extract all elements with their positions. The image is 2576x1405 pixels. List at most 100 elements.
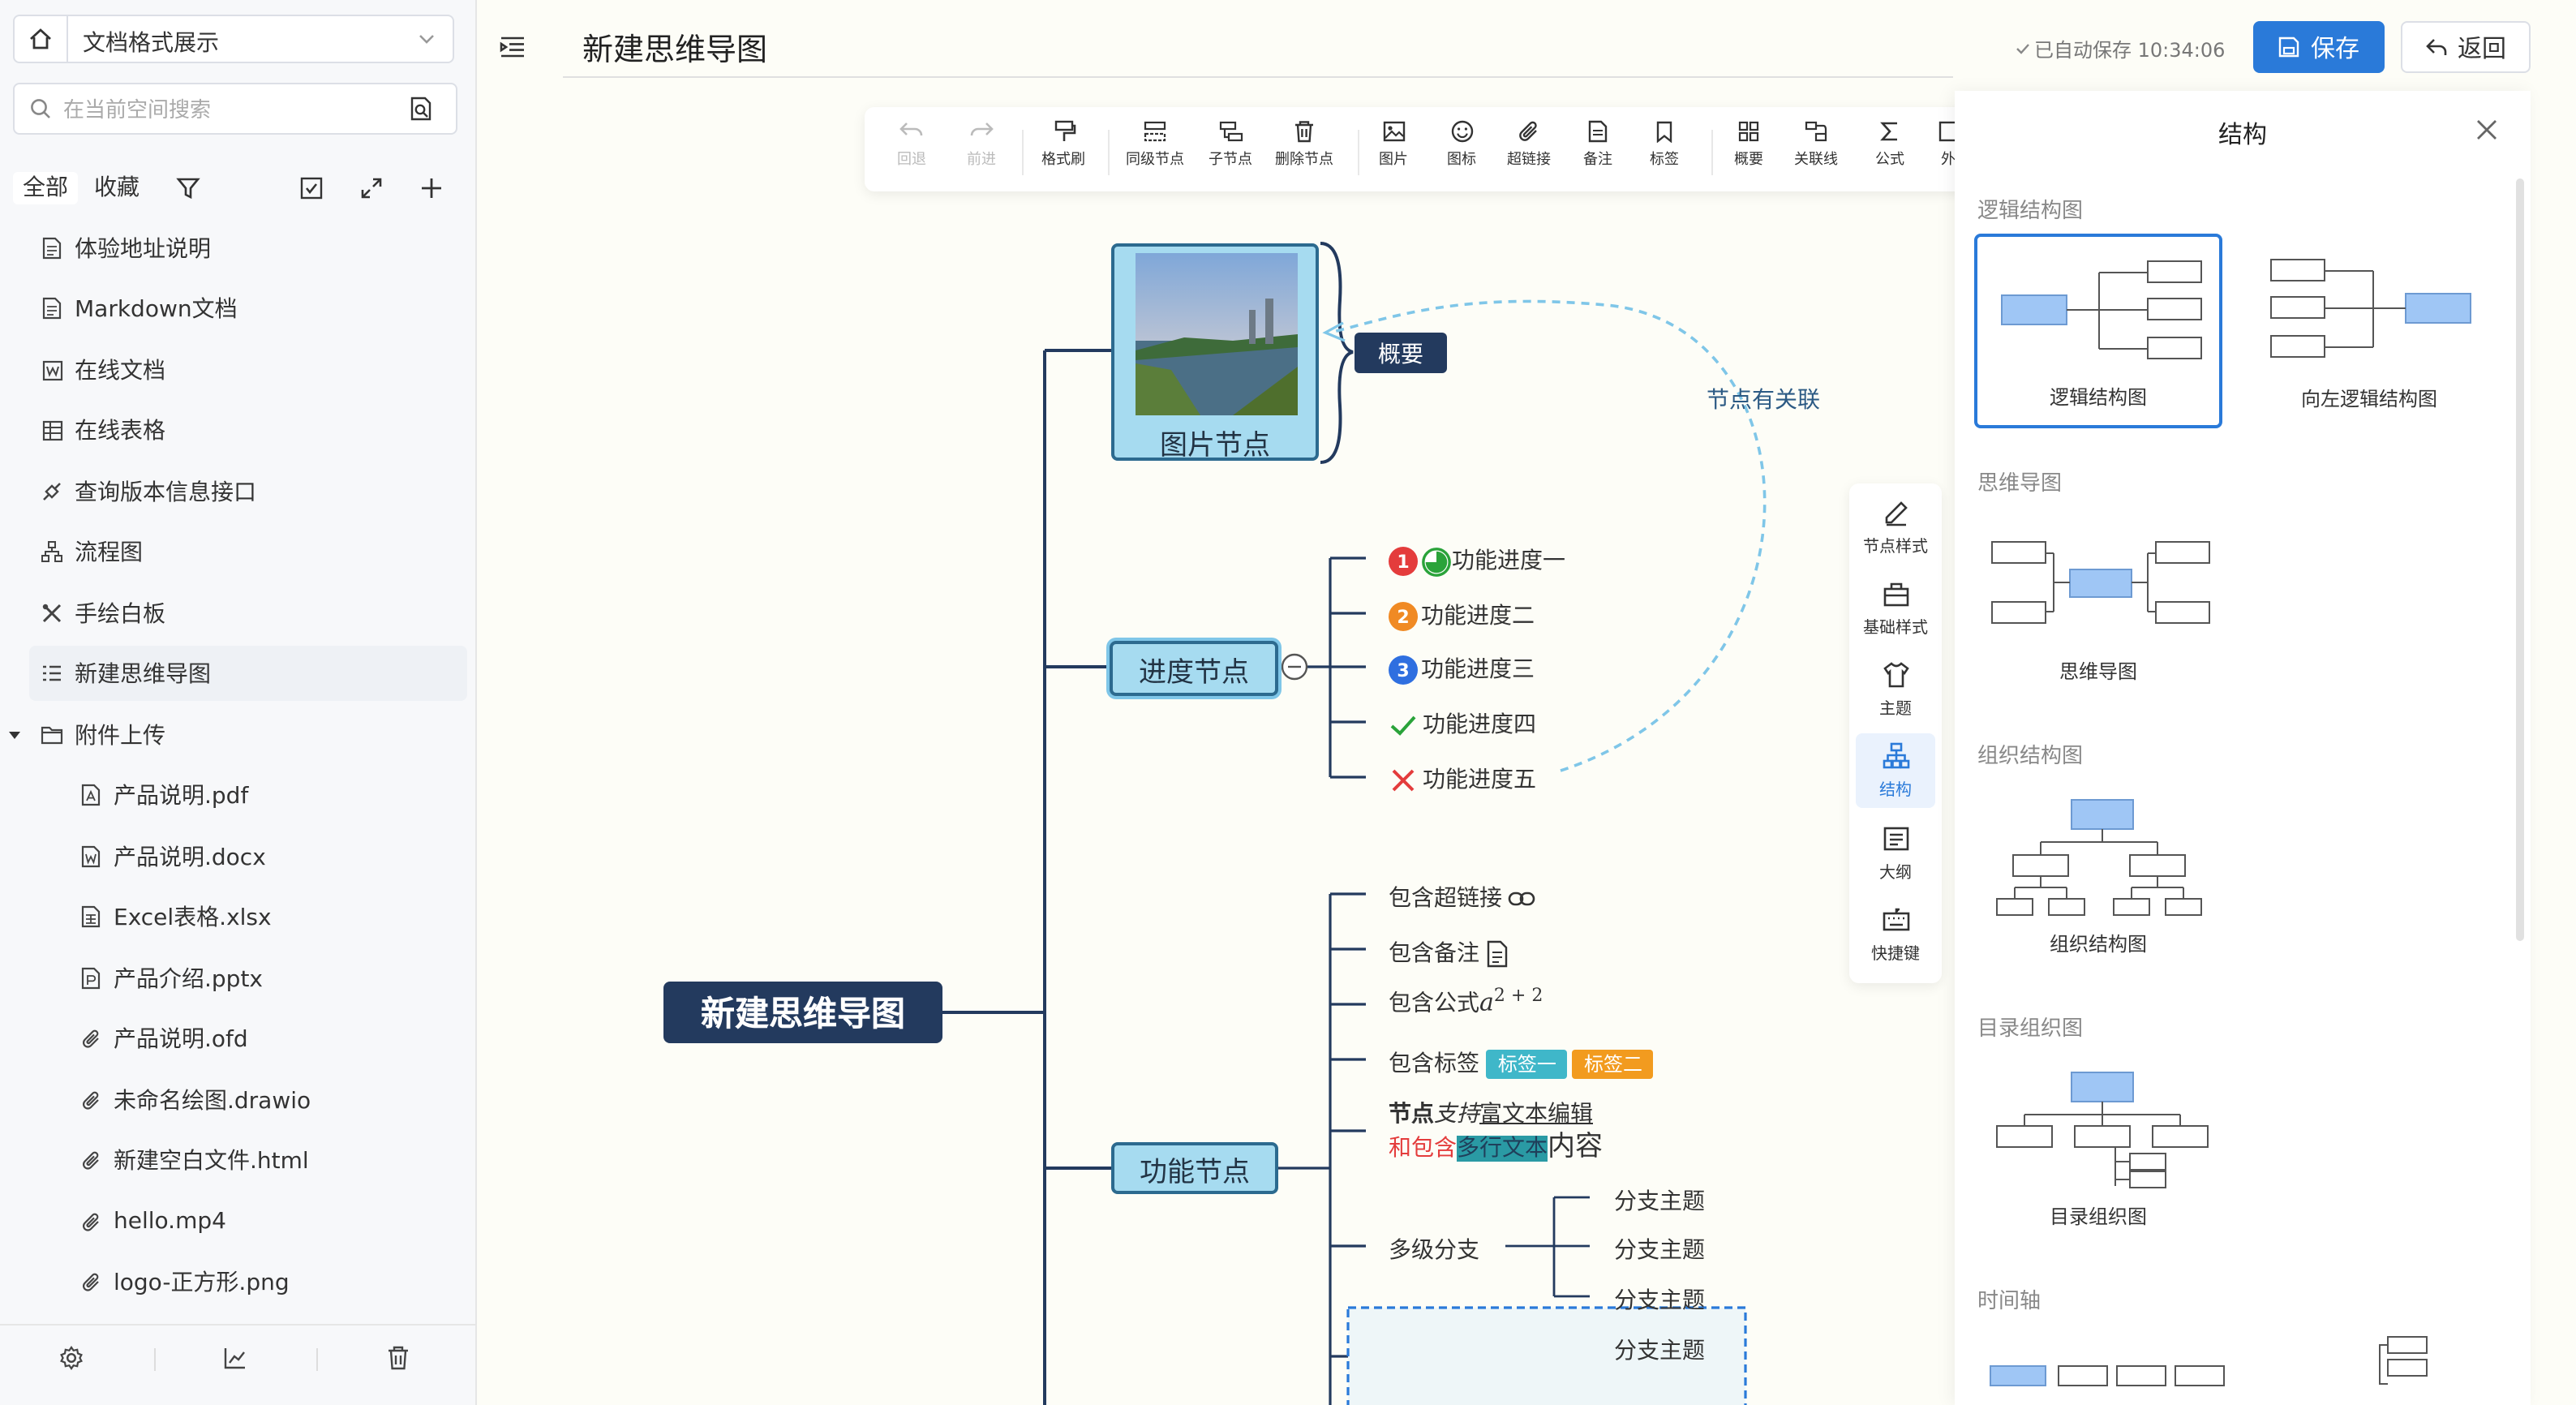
structure-card-catalog[interactable]: 目录组织图 xyxy=(1974,1051,2222,1246)
progress-item-5[interactable]: 功能进度五 xyxy=(1389,763,1536,795)
catalog-structure-thumbnail xyxy=(1996,1072,2209,1188)
image-button[interactable]: 图片 xyxy=(1379,120,1408,185)
tree-item-html[interactable]: 新建空白文件.html xyxy=(68,1132,467,1188)
summary-node[interactable]: 概要 xyxy=(1355,333,1447,373)
tree-item-docx[interactable]: 产品说明.docx xyxy=(68,829,467,884)
relation-line-button[interactable]: 关联线 xyxy=(1794,120,1838,185)
tag-button[interactable]: 标签 xyxy=(1650,120,1679,185)
space-selector[interactable]: 文档格式展示 xyxy=(13,15,454,63)
node-style-tool[interactable]: 节点样式 xyxy=(1856,490,1935,565)
add-icon[interactable] xyxy=(419,175,444,201)
home-button[interactable] xyxy=(15,16,68,62)
back-button[interactable]: 返回 xyxy=(2401,21,2531,73)
feature-node[interactable]: 功能节点 xyxy=(1111,1142,1278,1194)
progress-node[interactable]: 进度节点 xyxy=(1110,641,1278,696)
outline-tool[interactable]: 大纲 xyxy=(1856,816,1935,891)
root-node[interactable]: 新建思维导图 xyxy=(663,982,942,1043)
theme-tool[interactable]: 主题 xyxy=(1856,652,1935,727)
feature-item-multibranch[interactable]: 多级分支 xyxy=(1389,1238,1479,1264)
base-style-tool[interactable]: 基础样式 xyxy=(1856,571,1935,646)
expand-icon[interactable] xyxy=(358,175,384,201)
timeline-thumbnail[interactable] xyxy=(1974,1327,2493,1405)
trash-icon[interactable] xyxy=(386,1345,410,1371)
tree-item-markdown[interactable]: Markdown文档 xyxy=(29,281,467,336)
relation-label[interactable]: 节点有关联 xyxy=(1707,388,1820,414)
panel-title: 结构 xyxy=(2218,120,2267,149)
structure-card-logic-right[interactable]: 逻辑结构图 xyxy=(1974,234,2222,428)
shirt-icon xyxy=(1883,662,1908,688)
structure-card-org[interactable]: 组织结构图 xyxy=(1974,779,2222,973)
tree-item-flowchart[interactable]: 流程图 xyxy=(29,524,467,579)
branch-topic[interactable]: 分支主题 xyxy=(1614,1288,1705,1314)
tree-item-whiteboard[interactable]: 手绘白板 xyxy=(29,586,467,641)
page-title[interactable]: 新建思维导图 xyxy=(582,32,768,68)
note-button[interactable]: 备注 xyxy=(1583,120,1612,185)
format-painter-button[interactable]: 格式刷 xyxy=(1041,120,1085,185)
branch-topic[interactable]: 分支主题 xyxy=(1614,1238,1705,1264)
structure-tool[interactable]: 结构 xyxy=(1856,733,1935,808)
tree-item-drawio[interactable]: 未命名绘图.drawio xyxy=(68,1072,467,1128)
tree-item-xlsx[interactable]: Excel表格.xlsx xyxy=(68,889,467,944)
toolbox-icon xyxy=(1883,582,1908,607)
caret-down-icon[interactable] xyxy=(6,727,23,743)
note-icon xyxy=(1588,120,1608,143)
tree-item-api[interactable]: 查询版本信息接口 xyxy=(29,464,467,519)
summary-button[interactable]: 概要 xyxy=(1734,120,1763,185)
progress-item-4[interactable]: 功能进度四 xyxy=(1389,707,1536,740)
filter-icon[interactable] xyxy=(175,175,201,201)
icon-button[interactable]: 图标 xyxy=(1447,120,1476,185)
feature-item-richtext[interactable]: 节点支持富文本编辑 和包含多行文本内容 xyxy=(1389,1102,1603,1163)
tree-item-online-sheet[interactable]: 在线表格 xyxy=(29,402,467,458)
chevron-down-icon xyxy=(419,35,434,44)
close-icon[interactable] xyxy=(2475,118,2498,141)
feature-item-tag[interactable]: 包含标签 标签一标签二 xyxy=(1389,1046,1654,1079)
search-input[interactable] xyxy=(60,92,391,128)
checkbox-select-icon[interactable] xyxy=(298,175,324,201)
tree-item-png[interactable]: logo-正方形.png xyxy=(68,1254,467,1309)
child-node-button[interactable]: 子节点 xyxy=(1209,120,1252,185)
sibling-node-button[interactable]: 同级节点 xyxy=(1126,120,1184,185)
save-button[interactable]: 保存 xyxy=(2253,21,2385,73)
tree-item-attachments[interactable]: 附件上传 xyxy=(3,707,467,763)
tree-item-mindmap[interactable]: 新建思维导图 xyxy=(29,646,467,701)
hyperlink-button[interactable]: 超链接 xyxy=(1507,120,1551,185)
branch-topic[interactable]: 分支主题 xyxy=(1614,1189,1705,1215)
advanced-search-icon[interactable] xyxy=(409,96,433,122)
tree-item-pdf[interactable]: 产品说明.pdf xyxy=(68,767,467,823)
child-node-icon xyxy=(1218,121,1243,142)
collapse-sidebar-icon[interactable] xyxy=(500,36,526,58)
tab-all[interactable]: 全部 xyxy=(13,172,78,204)
formula-button[interactable]: 公式 xyxy=(1875,120,1904,185)
delete-node-button[interactable]: 删除节点 xyxy=(1275,120,1333,185)
trash-icon xyxy=(1295,121,1313,143)
panel-scrollbar[interactable] xyxy=(2516,178,2524,941)
tree-item-mp4[interactable]: hello.mp4 xyxy=(68,1194,467,1249)
settings-icon[interactable] xyxy=(58,1345,84,1371)
structure-panel: 结构 逻辑结构图 逻辑结构图 向左逻辑结构图 思维导图 xyxy=(1955,91,2531,1405)
redo-button[interactable]: 前进 xyxy=(967,120,996,185)
tag-badge[interactable]: 标签一 xyxy=(1486,1050,1568,1079)
structure-card-mindmap[interactable]: 思维导图 xyxy=(1974,506,2222,701)
structure-card-logic-left[interactable]: 向左逻辑结构图 xyxy=(2245,234,2493,428)
shortcut-tool[interactable]: 快捷键 xyxy=(1856,897,1935,972)
tag-badge[interactable]: 标签二 xyxy=(1572,1050,1654,1079)
tree-item-pptx[interactable]: 产品介绍.pptx xyxy=(68,951,467,1006)
tree-item-experience[interactable]: 体验地址说明 xyxy=(29,221,467,276)
undo-button[interactable]: 回退 xyxy=(897,120,926,185)
image-icon xyxy=(1382,121,1405,142)
stats-icon[interactable] xyxy=(222,1345,248,1371)
word-icon xyxy=(41,359,62,380)
feature-item-link[interactable]: 包含超链接 xyxy=(1389,881,1536,913)
tree-item-ofd[interactable]: 产品说明.ofd xyxy=(68,1011,467,1066)
feature-item-formula[interactable]: 包含公式a2 + 2 xyxy=(1389,985,1543,1017)
tree-item-label: Markdown文档 xyxy=(75,297,238,323)
branch-topic[interactable]: 分支主题 xyxy=(1614,1338,1705,1364)
tab-favorites[interactable]: 收藏 xyxy=(94,175,140,201)
tree-item-online-doc[interactable]: 在线文档 xyxy=(29,342,467,397)
image-node[interactable]: 图片节点 xyxy=(1111,243,1319,462)
feature-item-note[interactable]: 包含备注 xyxy=(1389,936,1509,969)
